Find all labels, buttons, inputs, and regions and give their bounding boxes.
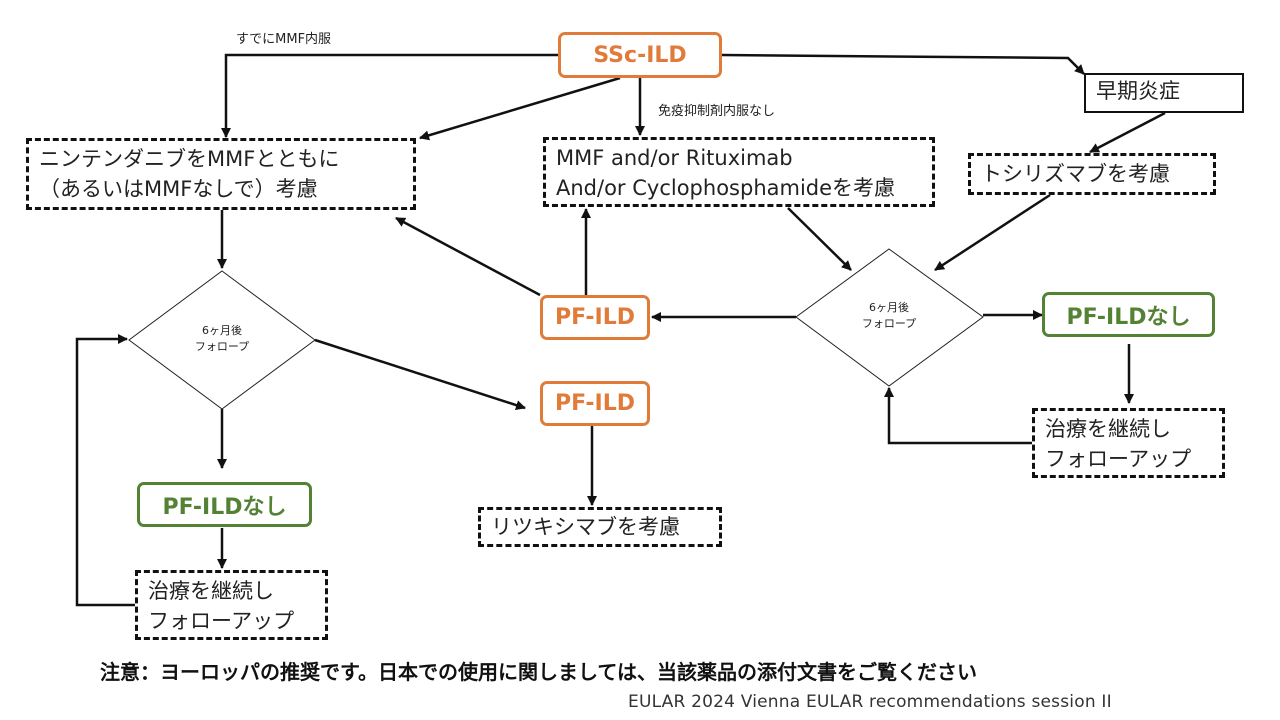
node-continue-right: 治療を継続し フォローアップ [1032,408,1225,478]
diamond-right-label: 6ヶ月後 フォロープ [862,300,916,332]
edge-continue-left-loop [75,334,135,607]
edge-already-mmf [221,53,558,138]
edge-tocilizumab-to-diamond-right [934,193,1051,272]
node-rituximab-label: リツキシマブを考慮 [491,515,680,539]
node-nintedanib-line2: （あるいはMMFなしで）考慮 [39,177,318,201]
node-nintedanib-line1: ニンテンダニブをMMFとともに [39,147,340,171]
node-continue-left: 治療を継続し フォローアップ [135,570,328,640]
node-early-inflammation-label: 早期炎症 [1096,79,1180,103]
node-early-inflammation: 早期炎症 [1084,73,1244,113]
edge-diamond-left-to-pf-ild [314,338,526,410]
node-no-pf-ild-left-label: PF-ILDなし [162,494,287,520]
node-pf-ild-lower: PF-ILD [540,381,650,426]
node-ssc-ild-label: SSc-ILD [593,42,687,68]
footer-note: 注意：ヨーロッパの推奨です。日本での使用に関しましては、当該薬品の添付文書をご覧… [100,660,977,684]
edge-label-no-immunosuppressant: 免疫抑制剤内服なし [658,104,776,119]
node-no-pf-ild-left: PF-ILDなし [137,482,312,527]
node-rituximab: リツキシマブを考慮 [478,507,722,547]
edge-ssc-to-nintedanib [419,76,621,141]
edge-ssc-to-early [721,53,1085,75]
footer-source: EULAR 2024 Vienna EULAR recommendations … [628,692,1112,712]
node-pf-ild-middle: PF-ILD [540,295,650,340]
diamond-left-line1: 6ヶ月後 [202,324,242,337]
node-tocilizumab-label: トシリズマブを考慮 [981,162,1170,186]
edge-early-to-tocilizumab [1089,111,1166,154]
node-mmf-rituximab-cyclophosphamide: MMF and/or Rituximab And/or Cyclophospha… [543,137,935,207]
node-ssc-ild: SSc-ILD [558,32,722,78]
node-no-pf-ild-right: PF-ILDなし [1042,292,1215,337]
node-mmf-line1: MMF and/or Rituximab [556,146,793,170]
node-mmf-line2: And/or Cyclophosphamideを考慮 [556,176,896,200]
decision-diamond-right [795,248,984,387]
edge-label-already-mmf: すでにMMF内服 [236,32,332,47]
node-continue-right-line1: 治療を継続し [1045,417,1171,441]
node-no-pf-ild-right-label: PF-ILDなし [1066,304,1191,330]
edge-pf-ild-to-nintedanib [395,216,541,297]
node-continue-left-line2: フォローアップ [148,609,295,633]
diamond-left-line2: フォロープ [194,340,250,353]
node-nintedanib: ニンテンダニブをMMFとともに （あるいはMMFなしで）考慮 [26,138,416,210]
node-continue-right-line2: フォローアップ [1045,447,1192,471]
diamond-right-line2: フォロープ [861,317,917,330]
edge-mmf-to-diamond-right [787,207,852,271]
node-pf-ild-lower-label: PF-ILD [554,391,636,416]
edge-continue-right-loop [884,387,1032,445]
node-tocilizumab: トシリズマブを考慮 [968,153,1216,195]
diamond-right-line1: 6ヶ月後 [869,301,909,314]
node-pf-ild-middle-label: PF-ILD [554,305,636,330]
node-continue-left-line1: 治療を継続し [148,579,274,603]
diamond-left-label: 6ヶ月後 フォロープ [195,323,249,355]
